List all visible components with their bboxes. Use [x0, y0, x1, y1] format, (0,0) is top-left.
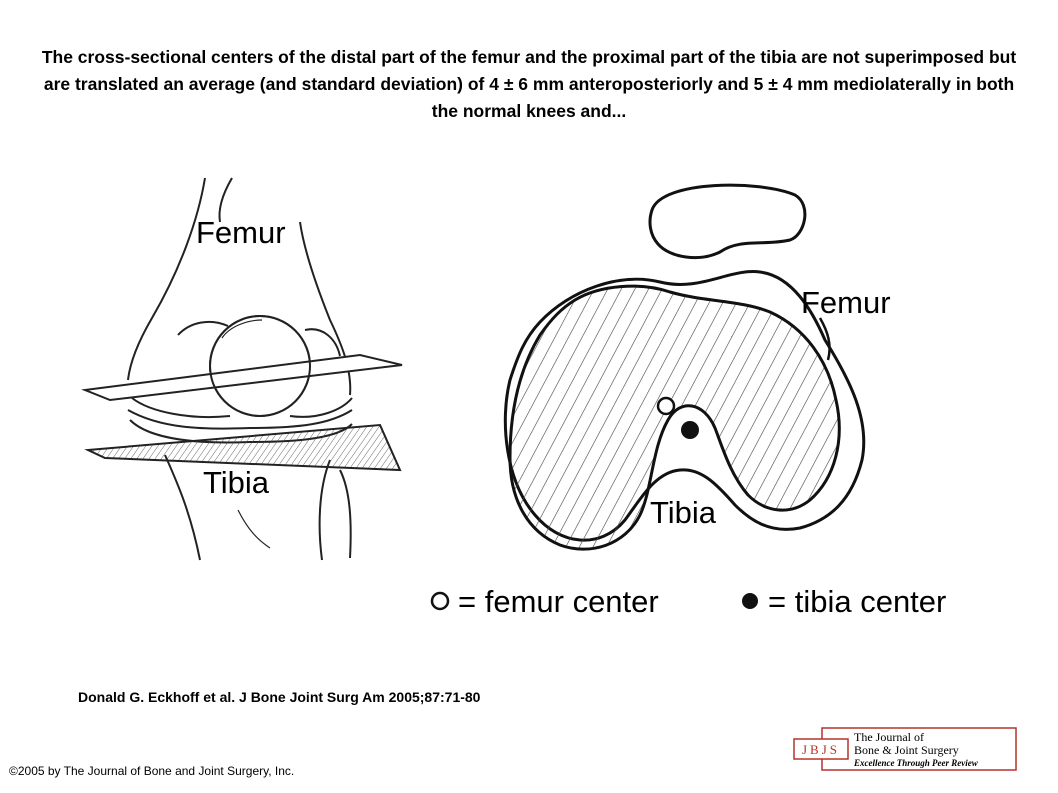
femur-center-marker — [656, 396, 676, 416]
legend-open-circle-icon — [430, 591, 450, 611]
figure-legend: = femur center = tibia center — [430, 584, 946, 619]
femur-outline — [127, 177, 206, 381]
legend-femur-center: = femur center — [458, 584, 659, 619]
svg-text:The Journal of: The Journal of — [854, 730, 924, 744]
patella-cross-section — [648, 183, 807, 259]
legend-tibia-center: = tibia center — [768, 584, 946, 619]
cross-section-view — [503, 183, 866, 551]
slide-title: The cross-sectional centers of the dista… — [41, 47, 1017, 121]
tibia-plateau — [127, 409, 353, 430]
femur-cutting-plane — [81, 353, 403, 402]
tibia-center-marker — [681, 421, 699, 439]
left-femur-label: Femur — [196, 215, 286, 250]
citation: Donald G. Eckhoff et al. J Bone Joint Su… — [78, 689, 481, 705]
right-femur-label: Femur — [801, 285, 891, 320]
jbjs-logo: JBJS The Journal of Bone & Joint Surgery… — [793, 727, 1017, 771]
tibia-outline — [164, 454, 201, 561]
tibia-cutting-plane — [84, 423, 402, 472]
right-tibia-label: Tibia — [650, 495, 717, 530]
svg-text:Bone & Joint Surgery: Bone & Joint Surgery — [854, 743, 959, 757]
svg-text:Excellence Through Peer Review: Excellence Through Peer Review — [853, 758, 979, 768]
svg-text:JBJS: JBJS — [802, 742, 840, 757]
left-tibia-label: Tibia — [203, 465, 270, 500]
legend-filled-circle-icon — [742, 593, 758, 609]
copyright: ©2005 by The Journal of Bone and Joint S… — [9, 764, 295, 778]
tibia-cross-section — [508, 284, 841, 551]
